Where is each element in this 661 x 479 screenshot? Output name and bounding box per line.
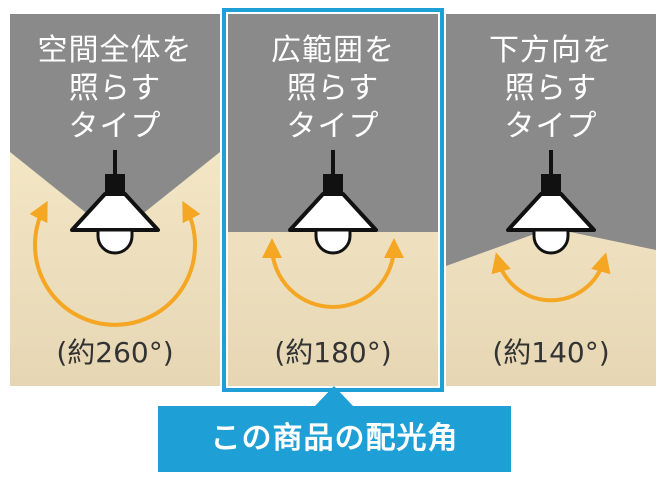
shadow-area [10,14,220,236]
beam-angle-arrow [29,200,201,327]
panel-broad-type: 広範囲を 照らす タイプ (約180°) [228,14,438,386]
pendant-lamp-icon [506,150,596,255]
pendant-lamp-icon [288,150,378,255]
lamp-illustration [10,14,220,386]
panel-downward-type: 下方向を 照らす タイプ (約140°) [446,14,656,386]
beam-angle-label: (約140°) [492,336,610,369]
panel-wide-type: 空間全体を 照らす タイプ (約260°) [10,14,220,386]
beam-angle-arrow [262,238,404,309]
callout-pointer [314,386,354,407]
panel-title: 広範囲を 照らす タイプ [271,33,395,144]
beam-angle-label: (約260°) [56,336,174,369]
this-product-callout: この商品の配光角 [158,406,511,472]
beam-angle-arrow [491,252,611,303]
lamp-illustration [228,14,438,386]
selected-panel-highlight [222,8,444,392]
shadow-area [446,14,656,266]
beam-angle-label: (約180°) [274,336,392,369]
panel-title: 下方向を 照らす タイプ [489,33,613,144]
pendant-lamp-icon [70,150,160,255]
panel-title: 空間全体を 照らす タイプ [37,33,193,144]
lamp-illustration [446,14,656,386]
